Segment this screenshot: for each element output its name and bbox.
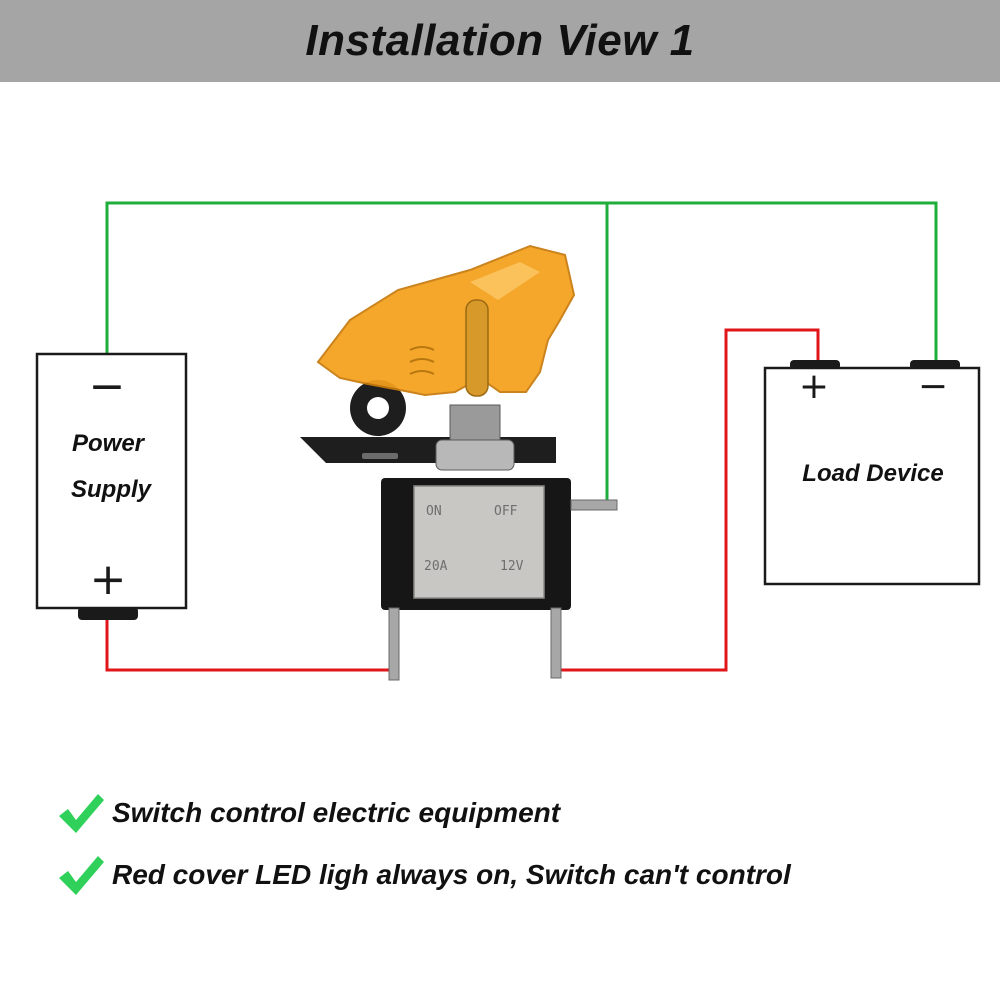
power-supply-plus-terminal [78, 607, 138, 620]
cover-ridges [409, 346, 435, 375]
switch-text-off: OFF [494, 504, 518, 519]
switch-terminal-right [550, 607, 562, 679]
switch-bushing [449, 404, 501, 442]
note-text: Switch control electric equipment [112, 797, 561, 828]
load-device-label: Load Device [802, 460, 943, 487]
switch-terminal-left [388, 607, 400, 681]
hinge-slot [362, 453, 398, 459]
positive-wires [105, 328, 820, 672]
toggle-switch: ON OFF 20A 12V [300, 244, 618, 681]
check-icon [59, 856, 104, 895]
cover-hinge-hole [367, 397, 389, 419]
power-supply-minus-sign: − [89, 361, 126, 412]
load-device-plus-sign: + [799, 366, 829, 407]
ground-wire-switch-led [575, 203, 609, 507]
notes-list: Switch control electric equipment Red co… [56, 782, 956, 906]
power-supply: − Power Supply + [35, 352, 188, 620]
load-device: + − Load Device [763, 360, 981, 586]
power-supply-label-line2: Supply [71, 476, 153, 503]
header-bar: Installation View 1 [0, 0, 1000, 82]
switch-safety-cover [316, 244, 576, 397]
switch-nut [435, 439, 515, 471]
note-text: Red cover LED ligh always on, Switch can… [112, 859, 791, 890]
switch-text-volts: 12V [500, 559, 524, 574]
load-device-minus-sign: − [918, 366, 948, 407]
switch-terminal-led [570, 499, 618, 511]
switch-lever-inside-cover [465, 299, 489, 397]
power-supply-label-line1: Power [72, 430, 146, 457]
power-supply-box [35, 352, 188, 610]
ground-wire-power-supply [105, 201, 938, 362]
switch-face-plate [413, 485, 545, 599]
positive-wire-switch-to-load [557, 328, 820, 672]
cover-highlight [470, 262, 540, 300]
check-icon [59, 794, 104, 833]
note-item: Red cover LED ligh always on, Switch can… [56, 844, 956, 906]
switch-mounting-plate [300, 437, 556, 463]
positive-wire-power-to-switch [105, 620, 394, 672]
page-title: Installation View 1 [305, 16, 695, 65]
note-item: Switch control electric equipment [56, 782, 956, 844]
power-supply-plus-sign: + [90, 554, 127, 605]
switch-text-amps: 20A [424, 559, 448, 574]
load-device-box [763, 366, 981, 586]
switch-text-on: ON [426, 504, 442, 519]
